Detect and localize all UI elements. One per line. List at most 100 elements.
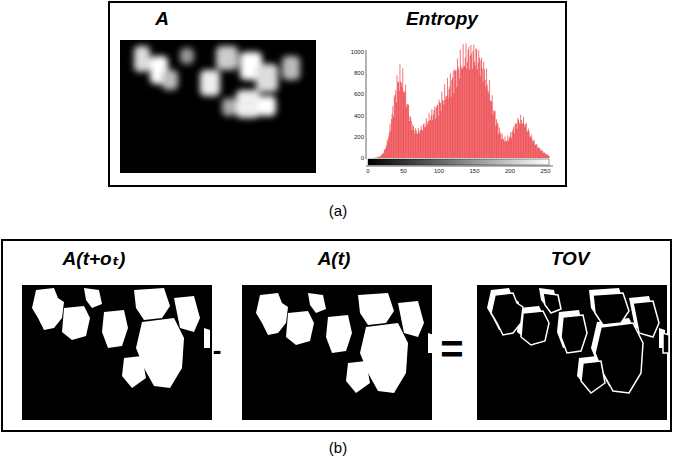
histogram-bar [424, 123, 425, 158]
histogram-bar [485, 87, 486, 158]
histogram-bar [428, 121, 429, 158]
histogram-bar [527, 131, 528, 158]
panel-caption: (a) [329, 203, 347, 218]
histogram-bar [539, 148, 540, 158]
histogram-bar [481, 57, 482, 158]
histogram-bar [385, 148, 386, 158]
histogram-bar [460, 50, 461, 158]
histogram-bar [427, 124, 428, 158]
histogram-bar [377, 157, 378, 159]
histogram-bar [439, 100, 440, 158]
histogram-bar [457, 59, 458, 158]
histogram-bar [471, 53, 472, 158]
histogram-bar [517, 118, 518, 158]
histogram-bar [375, 157, 376, 158]
histogram-bar [455, 71, 456, 158]
histogram-bar [407, 104, 408, 158]
histogram-bar [497, 124, 498, 158]
histogram-bar [488, 93, 489, 158]
histogram-bar [512, 132, 513, 158]
x-axis [366, 166, 553, 167]
region [308, 293, 326, 313]
region [521, 311, 549, 345]
blob [216, 46, 238, 70]
histogram-bar [539, 147, 540, 158]
histogram-bar [410, 117, 411, 158]
axis-tick: 600 [354, 91, 364, 97]
histogram-bar [502, 133, 503, 158]
histogram-bar [409, 121, 410, 158]
histogram-bar [388, 137, 389, 158]
region [122, 356, 146, 388]
histogram-bar [528, 129, 529, 158]
histogram-bar [475, 66, 476, 158]
image-background [120, 40, 316, 173]
histogram-bar [376, 157, 377, 159]
histogram-bar [478, 50, 479, 158]
histogram-bar [466, 69, 467, 158]
region [633, 301, 659, 337]
histogram-bar [538, 147, 539, 158]
blob [256, 64, 278, 92]
histogram-bar [529, 131, 530, 158]
histogram-bar [468, 47, 469, 158]
histogram-bar [487, 91, 488, 158]
histogram-bar [498, 134, 499, 158]
histogram-bar [531, 134, 532, 158]
histogram-bar [523, 117, 524, 158]
histogram-bar [540, 151, 541, 158]
histogram-bar [385, 150, 386, 158]
histogram-bar [465, 43, 466, 158]
histogram-bar [522, 124, 523, 158]
histogram-bar [459, 79, 460, 158]
histogram-bar [402, 68, 403, 158]
histogram-bar [449, 86, 450, 158]
histogram-bar [419, 131, 420, 158]
operator-symbol: - [213, 337, 222, 363]
histogram-bar [517, 129, 518, 158]
histogram-bar [518, 120, 519, 158]
histogram-bar [494, 112, 495, 158]
histogram-bar [505, 136, 506, 158]
panel-caption: (b) [329, 440, 347, 455]
histogram-bar [392, 106, 393, 158]
histogram-bar [379, 157, 380, 158]
histogram-bar [533, 141, 534, 158]
histogram-bar [521, 120, 522, 158]
histogram-bar [492, 115, 493, 158]
binary-image [22, 285, 212, 420]
histogram-bar [377, 157, 378, 159]
y-axis [366, 50, 367, 159]
histogram-bar [549, 156, 550, 158]
histogram-bar [448, 99, 449, 158]
region [286, 311, 314, 345]
histogram-bar [484, 70, 485, 158]
histogram-bar [458, 67, 459, 158]
axis-tick: 200 [354, 134, 364, 140]
panel-heading: Entropy [406, 9, 478, 28]
histogram-bar [463, 67, 464, 158]
histogram-bar [507, 141, 508, 158]
histogram-bar [468, 50, 469, 158]
axis-tick: 400 [354, 113, 364, 119]
histogram-bar [469, 70, 470, 158]
histogram-bar [429, 121, 430, 158]
region [543, 293, 561, 313]
histogram-bar [543, 153, 544, 158]
blob [180, 48, 194, 64]
histogram-bar [544, 152, 545, 158]
blob-image [134, 46, 300, 118]
histogram-bar [441, 92, 442, 158]
histogram-bar [441, 111, 442, 158]
histogram-bar [431, 109, 432, 158]
histogram-bar [416, 134, 417, 158]
histogram-bar [387, 142, 388, 158]
histogram-bar [438, 116, 439, 158]
histogram-bar [472, 69, 473, 158]
histogram-bar [375, 157, 376, 158]
histogram-bar [431, 116, 432, 158]
histogram-bar [407, 104, 408, 158]
panel-frame: A(t+oₜ)-A(t)=TOV [1, 239, 672, 432]
histogram-bar [495, 126, 496, 158]
histogram-bar [397, 75, 398, 158]
